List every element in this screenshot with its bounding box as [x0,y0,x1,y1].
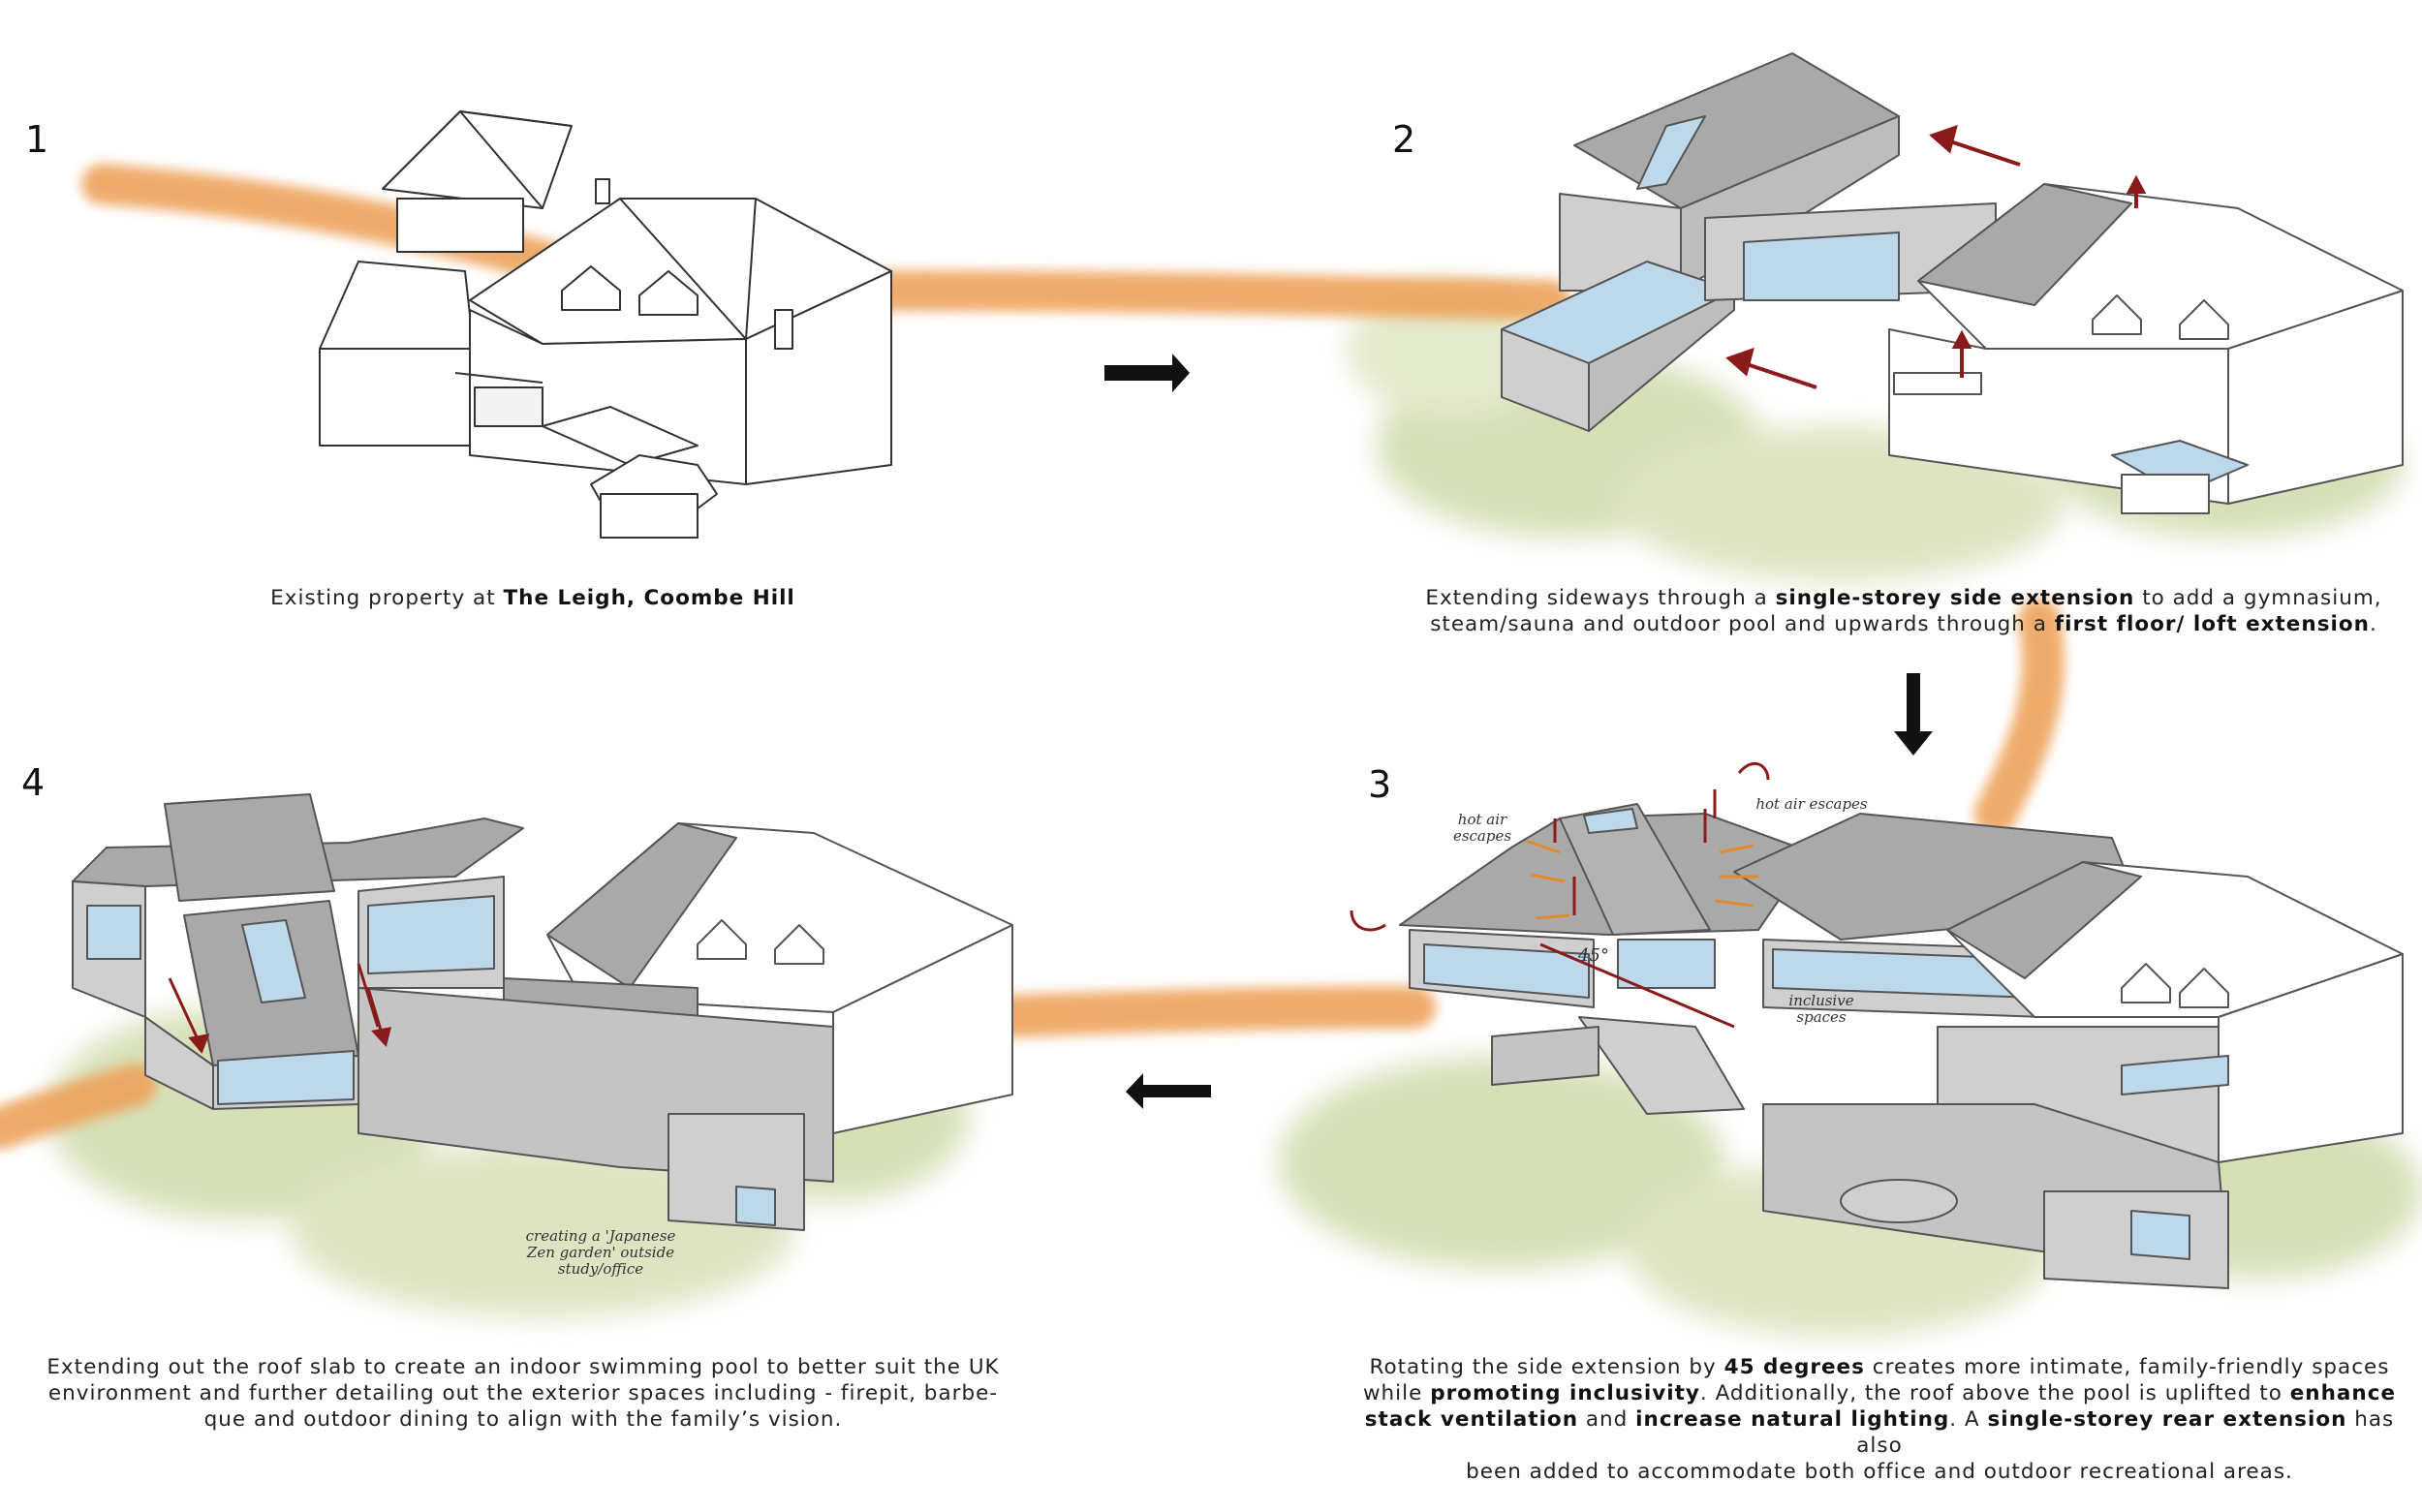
building-existing [319,110,892,539]
annotation-inclusive-spaces: inclusive spaces [1788,992,1854,1026]
annotation-angle: 45° [1578,945,1609,966]
red-movement-arrows-2 [1725,124,2147,389]
annotation-zen-garden: creating a 'Japanese Zen garden' outside… [525,1227,676,1278]
flow-arrow-right [1104,354,1190,392]
flow-arrow-left [1126,1073,1211,1109]
caption-stage-4: Extending out the roof slab to create an… [47,1355,1000,1432]
stage-number-3: 3 [1368,763,1392,806]
red-movement-arrows-4 [168,963,392,1054]
stage-number-1: 1 [25,118,49,161]
building-stage-4 [72,793,1013,1231]
flow-arrow-down [1894,673,1933,756]
caption-stage-2: Extending sideways through a single-stor… [1425,586,2382,636]
building-stage-3 [1399,803,2404,1289]
ventilation-arrows-3 [1350,761,1770,1029]
annotation-hot-air-right: hot air escapes [1755,795,1868,813]
stage-number-4: 4 [21,761,46,804]
annotation-hot-air-left: hot air escapes [1452,811,1512,845]
caption-stage-1: Existing property at The Leigh, Coombe H… [270,586,795,610]
caption-stage-3: Rotating the side extension by 45 degree… [1362,1355,2397,1484]
building-stage-2 [1501,52,2404,514]
stage-number-2: 2 [1392,118,1416,161]
